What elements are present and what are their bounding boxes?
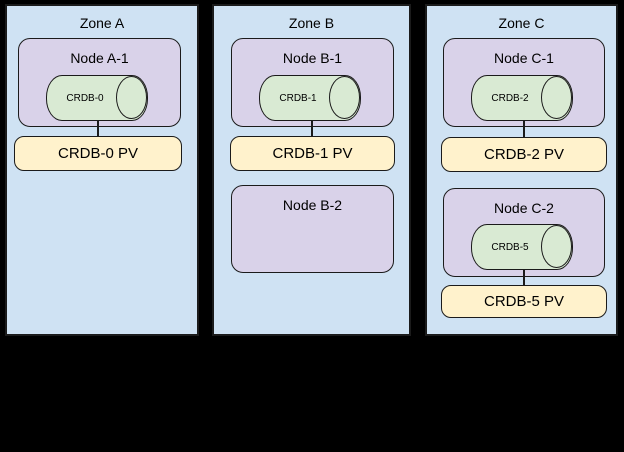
connector-crdb-2-to-pv — [523, 121, 525, 137]
crdb-2-pv: CRDB-2 PV — [441, 137, 607, 172]
node-b-2: Node B-2 — [231, 185, 394, 273]
node-c-1: Node C-1 CRDB-2 — [443, 38, 605, 127]
zone-c: Zone C Node C-1 CRDB-2 CRDB-2 PV Node C-… — [425, 4, 618, 336]
node-c-2-title: Node C-2 — [494, 200, 554, 216]
node-a-1: Node A-1 CRDB-0 — [18, 38, 181, 127]
crdb-5-label: CRDB-5 — [491, 241, 529, 253]
node-c-2: Node C-2 CRDB-5 — [443, 188, 605, 277]
connector-crdb-5-to-pv — [523, 269, 525, 285]
crdb-1-cylinder: CRDB-1 — [259, 75, 361, 121]
node-a-1-title: Node A-1 — [70, 50, 129, 66]
node-c-1-title: Node C-1 — [494, 50, 554, 66]
crdb-5-pv-label: CRDB-5 PV — [483, 293, 565, 310]
crdb-2-cylinder: CRDB-2 — [471, 75, 573, 121]
node-b-2-title: Node B-2 — [282, 197, 343, 213]
crdb-2-label: CRDB-2 — [491, 92, 529, 104]
node-b-1-title: Node B-1 — [282, 50, 343, 66]
cylinder-cap-icon — [329, 76, 360, 119]
crdb-1-pv-label: CRDB-1 PV — [272, 145, 353, 162]
zone-b-title: Zone B — [288, 15, 335, 31]
cylinder-cap-icon — [116, 76, 147, 119]
crdb-1-pv: CRDB-1 PV — [230, 136, 395, 171]
crdb-0-cylinder: CRDB-0 — [46, 75, 148, 121]
zone-a-title: Zone A — [79, 15, 125, 31]
crdb-0-label: CRDB-0 — [66, 92, 104, 104]
zone-a: Zone A Node A-1 CRDB-0 CRDB-0 PV — [5, 4, 199, 336]
zone-c-title: Zone C — [498, 15, 545, 31]
crdb-2-pv-label: CRDB-2 PV — [483, 146, 565, 163]
crdb-5-pv: CRDB-5 PV — [441, 285, 607, 318]
cylinder-cap-icon — [541, 76, 572, 119]
cylinder-cap-icon — [541, 225, 572, 268]
zone-b: Zone B Node B-1 CRDB-1 CRDB-1 PV Node B-… — [212, 4, 411, 336]
crdb-0-pv: CRDB-0 PV — [14, 136, 182, 171]
crdb-0-pv-label: CRDB-0 PV — [57, 145, 139, 162]
connector-crdb-0-to-pv — [97, 120, 99, 137]
crdb-5-cylinder: CRDB-5 — [471, 224, 573, 270]
node-b-1: Node B-1 CRDB-1 — [231, 38, 394, 127]
crdb-1-label: CRDB-1 — [279, 92, 317, 104]
connector-crdb-1-to-pv — [311, 120, 313, 137]
